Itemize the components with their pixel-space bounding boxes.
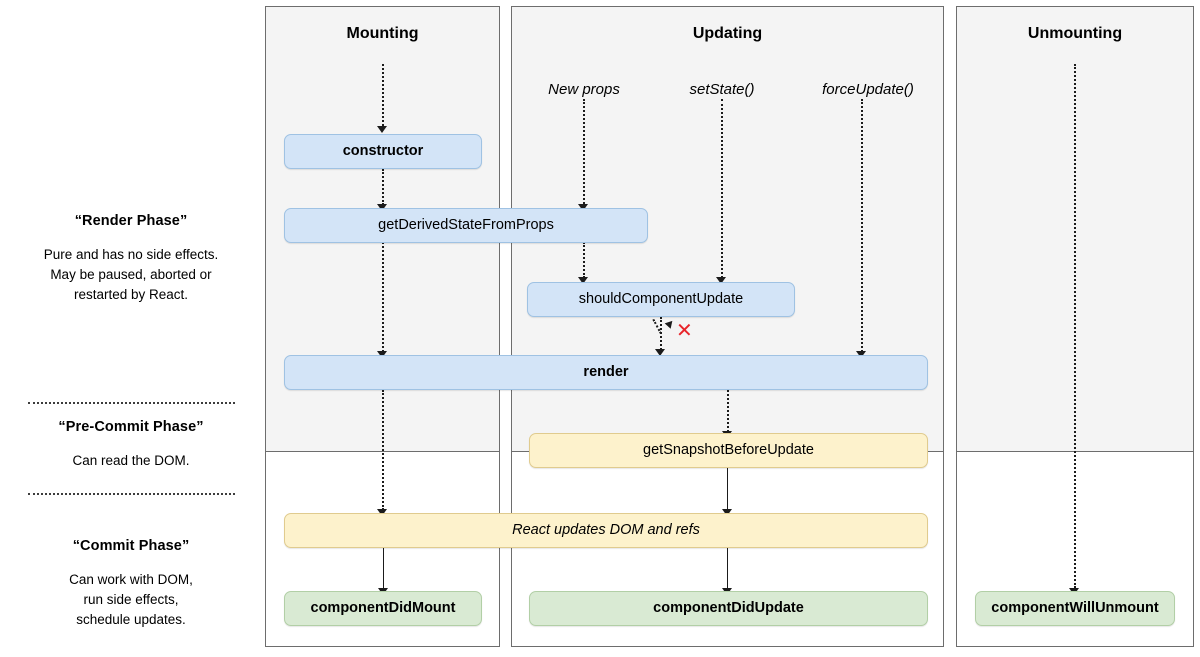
column-title-unmounting: Unmounting bbox=[1027, 25, 1123, 42]
connector-line bbox=[1074, 64, 1076, 588]
phase-legend: “Render Phase” Pure and has no side effe… bbox=[0, 0, 262, 657]
connector-line bbox=[382, 169, 384, 205]
node-react-updates-dom-and-refs[interactable]: React updates DOM and refs bbox=[284, 513, 928, 548]
connector-arrow bbox=[856, 351, 866, 358]
connector-line bbox=[727, 468, 728, 510]
connector-arrow bbox=[578, 277, 588, 284]
connector-line bbox=[383, 548, 384, 589]
connector-arrow bbox=[722, 509, 732, 516]
connector-line bbox=[727, 548, 728, 589]
legend-pre-commit-phase-title: “Pre-Commit Phase” bbox=[58, 419, 204, 435]
node-get-snapshot-before-update[interactable]: getSnapshotBeforeUpdate bbox=[529, 433, 928, 468]
legend-divider-top bbox=[28, 402, 235, 404]
connector-line bbox=[660, 317, 662, 350]
connector-line bbox=[583, 242, 585, 278]
trigger-new-props: New props bbox=[548, 81, 620, 98]
connector-arrow bbox=[578, 204, 588, 211]
connector-arrow bbox=[377, 204, 387, 211]
node-component-will-unmount[interactable]: componentWillUnmount bbox=[975, 591, 1175, 626]
node-component-did-update[interactable]: componentDidUpdate bbox=[529, 591, 928, 626]
legend-commit-phase-title: “Commit Phase” bbox=[72, 538, 190, 554]
connector-arrow bbox=[377, 509, 387, 516]
node-render[interactable]: render bbox=[284, 355, 928, 390]
node-get-derived-state-from-props[interactable]: getDerivedStateFromProps bbox=[284, 208, 648, 243]
connector-arrow bbox=[377, 126, 387, 133]
legend-commit-phase-body: Can work with DOM, run side effects, sch… bbox=[69, 572, 193, 627]
connector-line bbox=[382, 390, 384, 510]
legend-divider-bottom bbox=[28, 493, 235, 495]
legend-render-phase-body: Pure and has no side effects. May be pau… bbox=[43, 247, 219, 302]
legend-render-phase: “Render Phase” Pure and has no side effe… bbox=[0, 213, 262, 305]
skip-render-x-icon: ✕ bbox=[676, 318, 693, 342]
connector-line bbox=[382, 64, 384, 126]
legend-pre-commit-phase: “Pre-Commit Phase” Can read the DOM. bbox=[0, 419, 262, 471]
connector-arrow bbox=[716, 277, 726, 284]
column-title-updating: Updating bbox=[692, 25, 763, 42]
legend-commit-phase: “Commit Phase” Can work with DOM, run si… bbox=[0, 538, 262, 630]
connector-line bbox=[583, 99, 585, 204]
connector-line bbox=[861, 99, 863, 352]
trigger-force-update: forceUpdate() bbox=[822, 81, 914, 98]
legend-pre-commit-phase-body: Can read the DOM. bbox=[72, 453, 190, 468]
node-constructor[interactable]: constructor bbox=[284, 134, 482, 169]
connector-line bbox=[382, 242, 384, 352]
connector-arrow bbox=[655, 349, 665, 356]
node-should-component-update[interactable]: shouldComponentUpdate bbox=[527, 282, 795, 317]
legend-render-phase-title: “Render Phase” bbox=[74, 213, 188, 229]
connector-arrow bbox=[377, 351, 387, 358]
connector-line bbox=[727, 390, 729, 432]
connector-line bbox=[721, 99, 723, 278]
column-title-mounting: Mounting bbox=[346, 25, 419, 42]
node-component-did-mount[interactable]: componentDidMount bbox=[284, 591, 482, 626]
trigger-set-state: setState() bbox=[689, 81, 755, 98]
